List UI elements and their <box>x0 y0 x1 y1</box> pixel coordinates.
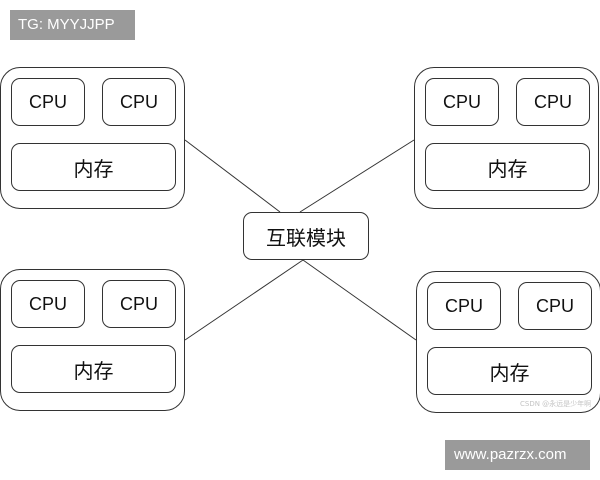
connector-top-right <box>299 139 415 213</box>
cpu-box: CPU <box>518 282 592 330</box>
connector-bottom-right <box>302 259 417 341</box>
node-bottom-left: CPU CPU 内存 <box>0 269 185 411</box>
cpu-box: CPU <box>427 282 501 330</box>
memory-box: 内存 <box>11 143 176 191</box>
cpu-box: CPU <box>102 78 176 126</box>
interconnect-module-box: 互联模块 <box>243 212 369 260</box>
bottom-right-tag: www.pazrzx.com <box>445 440 590 470</box>
node-top-left: CPU CPU 内存 <box>0 67 185 209</box>
memory-box: 内存 <box>11 345 176 393</box>
watermark-text: CSDN @永远是少年啊 <box>520 400 592 408</box>
node-top-right: CPU CPU 内存 <box>414 67 599 209</box>
cpu-box: CPU <box>516 78 590 126</box>
cpu-box: CPU <box>11 78 85 126</box>
connector-top-left <box>184 139 281 213</box>
cpu-box: CPU <box>11 280 85 328</box>
cpu-box: CPU <box>102 280 176 328</box>
memory-box: 内存 <box>427 347 592 395</box>
connector-bottom-left <box>184 259 304 341</box>
memory-box: 内存 <box>425 143 590 191</box>
top-left-tag: TG: MYYJJPP <box>10 10 135 40</box>
node-bottom-right: CPU CPU 内存 <box>416 271 600 413</box>
cpu-box: CPU <box>425 78 499 126</box>
